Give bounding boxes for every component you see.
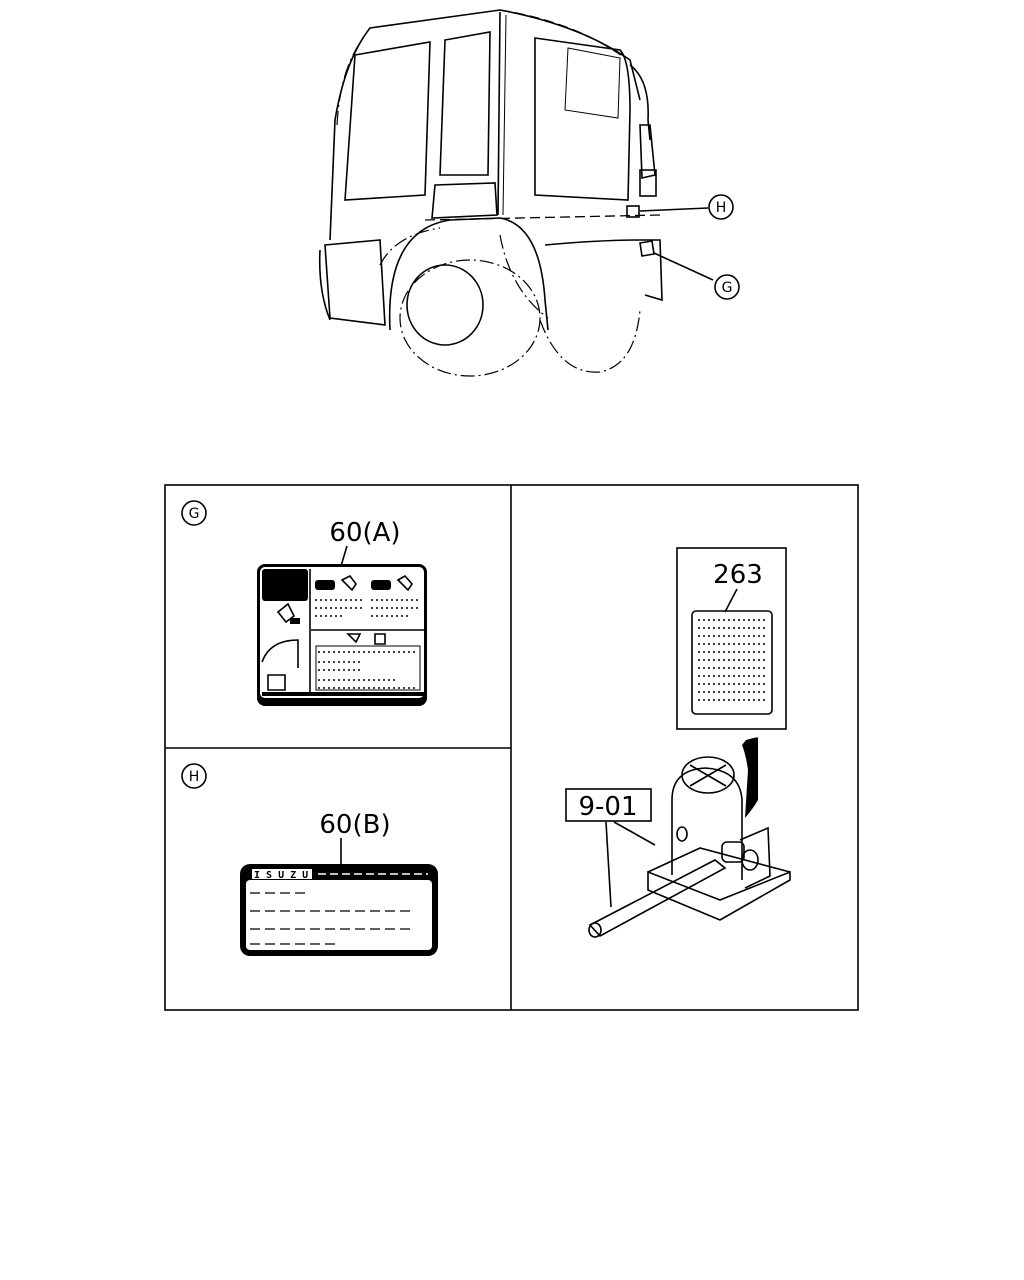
svg-text:H: H bbox=[189, 769, 200, 785]
bottle-jack-illustration bbox=[588, 756, 791, 938]
svg-text:G: G bbox=[722, 280, 733, 296]
part-label-263: 263 bbox=[713, 560, 763, 590]
panel-g: G 60(A) bbox=[181, 500, 427, 706]
label-h-location bbox=[626, 205, 640, 218]
panel-h: H 60(B) I S U Z U bbox=[181, 763, 438, 956]
part-label-60b: 60(B) bbox=[319, 810, 390, 840]
label-263-frame bbox=[676, 547, 787, 730]
truck-cab-illustration: H G bbox=[318, 9, 740, 377]
svg-text:G: G bbox=[189, 506, 200, 522]
callout-g: G bbox=[714, 274, 740, 300]
part-label-60a: 60(A) bbox=[329, 518, 400, 548]
panel-jack: 263 9-01 bbox=[565, 547, 791, 938]
svg-text:H: H bbox=[716, 200, 727, 216]
panel-g-marker: G bbox=[181, 500, 207, 526]
label-60b-illustration: I S U Z U bbox=[240, 864, 438, 956]
detail-panels-frame bbox=[164, 484, 859, 1011]
label-60a-illustration bbox=[257, 564, 427, 706]
panel-h-marker: H bbox=[181, 763, 207, 789]
label-263-illustration bbox=[691, 610, 773, 715]
brand-text: I S U Z U bbox=[254, 870, 308, 881]
label-g-location bbox=[639, 240, 655, 257]
callout-h: H bbox=[708, 194, 734, 220]
part-label-9-01: 9-01 bbox=[578, 792, 637, 822]
part-label-9-01-frame bbox=[565, 788, 652, 822]
